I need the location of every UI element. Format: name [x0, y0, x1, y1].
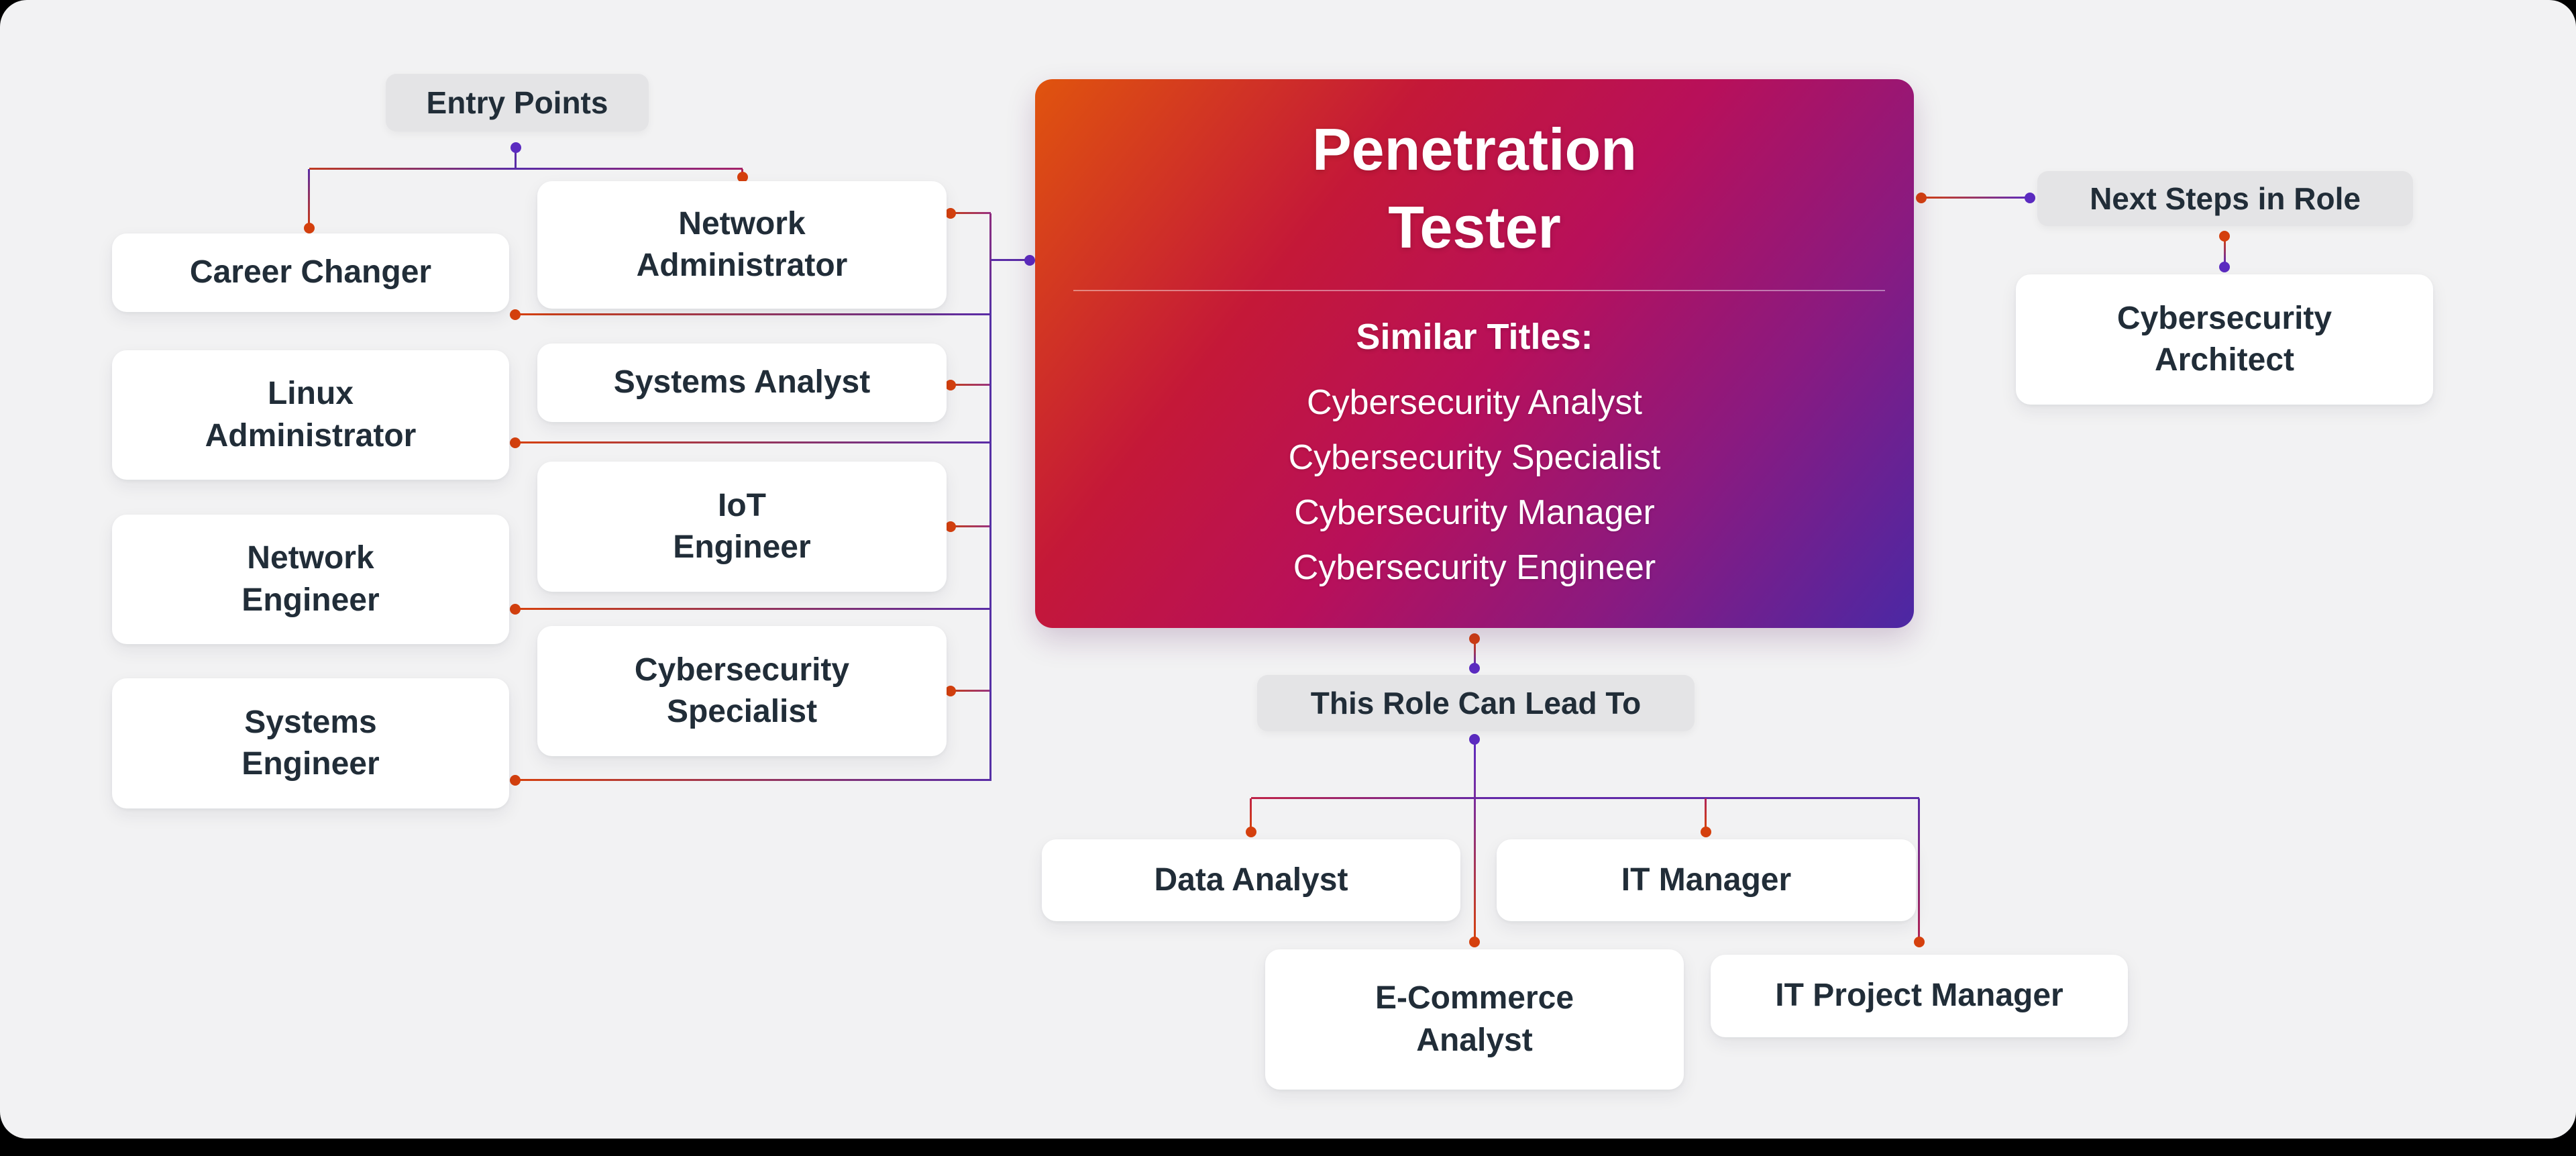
connector-line	[1918, 798, 1920, 938]
connector-dot	[304, 223, 315, 233]
connector-dot	[1246, 827, 1256, 837]
connector-dot	[510, 604, 521, 615]
lead-to-node-ecommerce-analyst: E-Commerce Analyst	[1265, 949, 1684, 1090]
connector-line	[1921, 197, 2030, 199]
node-label: Network Engineer	[241, 540, 380, 618]
connector-dot	[1916, 193, 1927, 203]
entry-node-career-changer: Career Changer	[112, 233, 509, 312]
lead-to-node-data-analyst: Data Analyst	[1042, 839, 1460, 921]
node-label: E-Commerce Analyst	[1375, 980, 1574, 1058]
connector-dot	[1701, 827, 1711, 837]
node-label: Linux Administrator	[205, 376, 417, 454]
entry-node-cybersecurity-specialist: Cybersecurity Specialist	[537, 626, 947, 756]
entry-points-label: Entry Points	[386, 74, 649, 132]
connector-line	[951, 525, 991, 527]
connector-dot	[510, 775, 521, 786]
entry-node-network-engineer: Network Engineer	[112, 515, 509, 644]
connector-dot	[1914, 937, 1925, 947]
node-label: Data Analyst	[1154, 861, 1348, 898]
connector-line	[951, 690, 991, 692]
connector-dot	[945, 521, 956, 532]
center-role-title: Penetration Tester	[1311, 116, 1638, 260]
connector-line	[1250, 798, 1252, 828]
node-label: Systems Engineer	[241, 704, 380, 782]
connector-dot	[510, 309, 521, 320]
connector-line	[1474, 798, 1476, 938]
node-label: Cybersecurity Architect	[2116, 300, 2332, 378]
connector-dot	[2025, 193, 2035, 203]
center-card-divider	[1073, 290, 1885, 291]
node-label: IT Project Manager	[1775, 978, 2063, 1014]
node-label: Systems Analyst	[613, 364, 871, 401]
connector-line	[309, 168, 743, 170]
entry-node-linux-administrator: Linux Administrator	[112, 350, 509, 480]
connector-line	[308, 169, 310, 225]
connector-line	[2224, 239, 2226, 264]
similar-titles-list: Cybersecurity Analyst Cybersecurity Spec…	[1035, 375, 1914, 595]
connector-line	[1251, 797, 1919, 799]
entry-node-systems-analyst: Systems Analyst	[537, 344, 947, 422]
connector-line	[951, 384, 991, 386]
connector-line	[515, 779, 991, 781]
connector-line	[515, 148, 517, 169]
entry-node-iot-engineer: IoT Engineer	[537, 462, 947, 592]
entry-node-systems-engineer: Systems Engineer	[112, 678, 509, 808]
center-role-card	[1035, 79, 1914, 628]
connector-dot	[945, 686, 956, 696]
node-label: Cybersecurity Specialist	[634, 651, 850, 729]
node-label: IoT Engineer	[673, 487, 811, 565]
entry-node-network-administrator: Network Administrator	[537, 181, 947, 309]
connector-line	[991, 259, 1028, 261]
next-step-node-cybersecurity-architect: Cybersecurity Architect	[2016, 274, 2433, 405]
similar-title-item: Cybersecurity Specialist	[1288, 438, 1661, 477]
lead-to-label-text: This Role Can Lead To	[1310, 686, 1642, 721]
connector-line	[1474, 739, 1476, 798]
connector-line	[1705, 798, 1707, 828]
connector-dot	[737, 172, 748, 182]
node-label: Network Administrator	[636, 205, 848, 283]
lead-to-label: This Role Can Lead To	[1257, 675, 1695, 731]
connector-line	[515, 313, 991, 315]
connector-dot	[1469, 663, 1480, 674]
connector-dot	[1469, 633, 1480, 644]
connector-dot	[945, 380, 956, 390]
node-label: Career Changer	[189, 254, 432, 291]
connector-line	[515, 441, 991, 443]
connector-line	[1474, 643, 1476, 666]
connector-dot	[511, 142, 521, 153]
similar-title-item: Cybersecurity Engineer	[1293, 548, 1656, 587]
similar-titles-heading: Similar Titles:	[1356, 317, 1593, 357]
node-label: IT Manager	[1621, 861, 1792, 898]
lead-to-node-it-project-manager: IT Project Manager	[1711, 955, 2128, 1037]
lead-to-node-it-manager: IT Manager	[1497, 839, 1916, 921]
connector-line	[951, 212, 991, 214]
similar-title-item: Cybersecurity Manager	[1294, 493, 1655, 532]
connector-dot	[945, 208, 956, 219]
connector-dot	[510, 437, 521, 448]
connector-bus-line	[989, 213, 991, 781]
connector-dot	[1024, 255, 1035, 266]
next-steps-label-text: Next Steps in Role	[2090, 181, 2361, 216]
connector-dot	[2219, 231, 2230, 242]
connector-line	[515, 608, 991, 610]
entry-points-label-text: Entry Points	[426, 85, 608, 120]
connector-dot	[1469, 937, 1480, 947]
next-steps-label: Next Steps in Role	[2037, 171, 2413, 226]
connector-dot	[2219, 262, 2230, 272]
similar-title-item: Cybersecurity Analyst	[1307, 383, 1642, 422]
